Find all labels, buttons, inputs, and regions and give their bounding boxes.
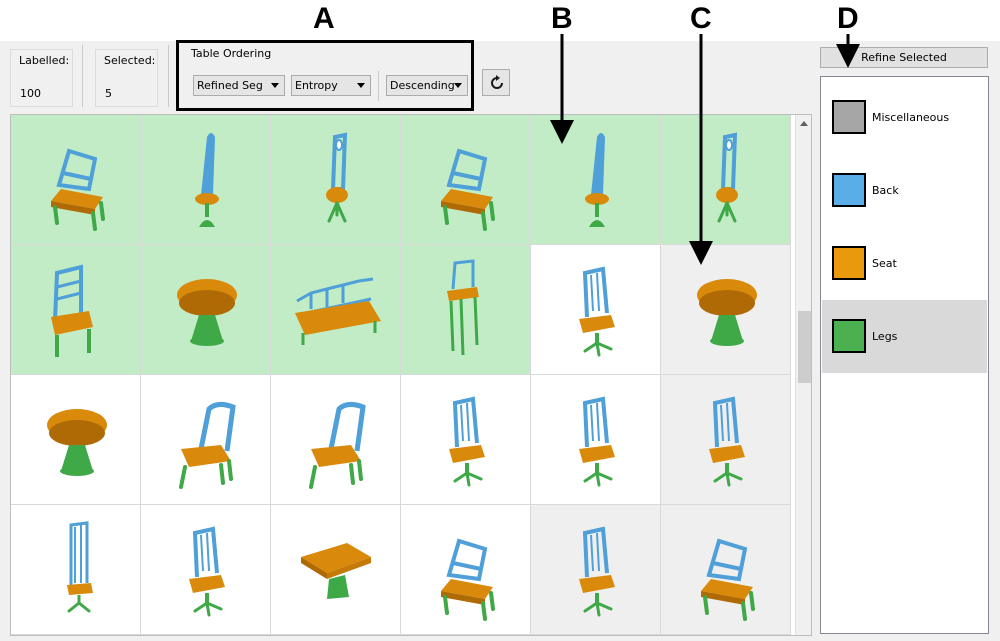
chair-thumbnail-openback-stool <box>326 132 348 223</box>
chair-thumbnail-side-chair <box>309 401 366 489</box>
legend-item-miscellaneous[interactable]: Miscellaneous <box>822 81 987 154</box>
color-swatch <box>832 246 866 280</box>
chair-thumbnail-bench-chair <box>441 538 495 621</box>
toolbar-separator <box>82 45 83 107</box>
toolbar-separator <box>168 45 169 107</box>
labelled-title: Labelled: <box>19 54 70 67</box>
legend-item-back[interactable]: Back <box>822 154 987 227</box>
metric-select[interactable]: Entropy <box>291 75 371 96</box>
color-swatch <box>832 100 866 134</box>
chair-thumbnail-openback-stool <box>716 132 738 223</box>
chair-thumbnail-bench-chair <box>51 148 105 231</box>
thumbnail-grid <box>10 114 812 636</box>
thumbnail-cell[interactable] <box>661 375 791 505</box>
annotation-c: C <box>690 2 712 35</box>
thumbnail-cell[interactable] <box>661 245 791 375</box>
vertical-scrollbar[interactable] <box>795 115 811 635</box>
chevron-down-icon <box>271 83 279 88</box>
annotation-a: A <box>313 2 335 35</box>
thumbnail-cell[interactable] <box>271 245 401 375</box>
refresh-icon <box>491 75 503 89</box>
chair-thumbnail-swivel-chair <box>189 526 225 617</box>
chair-thumbnail-tall-stool <box>447 259 479 356</box>
chair-thumbnail-side-chair <box>179 401 236 489</box>
thumbnail-cell[interactable] <box>661 115 791 245</box>
annotation-d: D <box>837 2 859 35</box>
thumbnail-cell[interactable] <box>11 375 141 505</box>
chair-thumbnail-bench-chair <box>701 538 755 621</box>
chair-thumbnail-bench-long <box>295 277 381 345</box>
chair-thumbnail-round-pedestal <box>47 409 107 476</box>
chair-thumbnail-round-pedestal <box>177 279 237 346</box>
refine-selected-button[interactable]: Refine Selected <box>820 47 988 68</box>
thumbnail-cell[interactable] <box>661 505 791 635</box>
chair-thumbnail-ladder-chair <box>51 264 93 357</box>
chair-thumbnail-swivel-chair <box>709 396 745 487</box>
refresh-button[interactable] <box>482 69 510 96</box>
chair-thumbnail-tall-swivel <box>67 521 93 613</box>
thumbnail-cell[interactable] <box>11 505 141 635</box>
thumbnail-cell[interactable] <box>271 115 401 245</box>
order-select[interactable]: Descending <box>386 75 468 96</box>
thumbnail-cell[interactable] <box>141 115 271 245</box>
labelled-value: 100 <box>20 87 41 100</box>
scroll-up-arrow-icon[interactable] <box>796 115 811 132</box>
legend-label: Miscellaneous <box>872 111 950 124</box>
app-window: Labelled: 100 Selected: 5 Table Ordering… <box>0 40 1000 641</box>
order-select-value: Descending <box>390 79 455 92</box>
thumbnail-cell[interactable] <box>141 505 271 635</box>
thumbnail-cell[interactable] <box>531 245 661 375</box>
segmentation-select-value: Refined Seg <box>197 79 263 92</box>
selected-value: 5 <box>105 87 112 100</box>
thumbnail-cell[interactable] <box>141 245 271 375</box>
metric-select-value: Entropy <box>295 79 338 92</box>
chair-thumbnail-swivel-chair <box>579 266 615 357</box>
legend-item-legs[interactable]: Legs <box>822 300 987 373</box>
chair-thumbnail-swivel-chair <box>449 396 485 487</box>
chevron-down-icon <box>454 83 462 88</box>
segmentation-select[interactable]: Refined Seg <box>193 75 285 96</box>
combo-separator <box>378 71 379 101</box>
color-swatch <box>832 319 866 353</box>
table-ordering-title: Table Ordering <box>191 47 272 60</box>
chair-thumbnail-swivel-chair <box>579 526 615 617</box>
thumbnail-cell[interactable] <box>401 115 531 245</box>
chair-thumbnail-square-table <box>301 543 371 599</box>
selected-title: Selected: <box>104 54 156 67</box>
thumbnail-cell[interactable] <box>271 505 401 635</box>
table-ordering-group: Table Ordering Refined Seg Entropy Desce… <box>176 40 474 111</box>
thumbnail-cell[interactable] <box>401 245 531 375</box>
thumbnail-cell[interactable] <box>141 375 271 505</box>
thumbnail-cell[interactable] <box>401 505 531 635</box>
thumbnail-cell[interactable] <box>11 245 141 375</box>
chevron-down-icon <box>357 83 365 88</box>
scroll-thumb[interactable] <box>798 311 811 383</box>
legend-label: Legs <box>872 330 898 343</box>
thumbnail-cell[interactable] <box>531 375 661 505</box>
thumbnail-cell[interactable] <box>11 115 141 245</box>
color-swatch <box>832 173 866 207</box>
legend-label: Back <box>872 184 899 197</box>
chair-thumbnail-pedestal-stool <box>585 133 609 227</box>
selected-counter: Selected: 5 <box>95 49 158 107</box>
annotation-b: B <box>551 2 573 35</box>
labelled-counter: Labelled: 100 <box>10 49 73 107</box>
thumbnail-cell[interactable] <box>531 505 661 635</box>
chair-thumbnail-pedestal-stool <box>195 133 219 227</box>
thumbnail-cell[interactable] <box>401 375 531 505</box>
chair-thumbnail-swivel-chair <box>579 396 615 487</box>
thumbnail-cell[interactable] <box>271 375 401 505</box>
chair-thumbnail-bench-chair <box>441 148 495 231</box>
legend-item-seat[interactable]: Seat <box>822 227 987 300</box>
legend-label: Seat <box>872 257 897 270</box>
thumbnail-cell[interactable] <box>531 115 661 245</box>
chair-thumbnail-round-pedestal <box>697 279 757 346</box>
